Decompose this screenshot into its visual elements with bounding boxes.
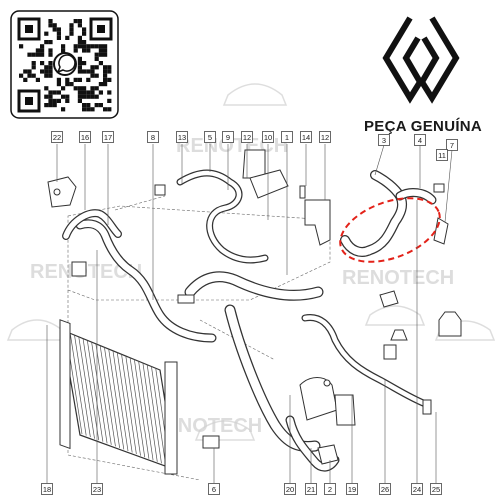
callout-8: 8 (147, 131, 159, 143)
callout-22: 22 (51, 131, 63, 143)
highlight-ellipse (339, 197, 441, 263)
callout-21: 21 (305, 483, 317, 495)
callout-17: 17 (102, 131, 114, 143)
callout-label: 19 (348, 485, 356, 494)
callout-group: 22 16 17 8 13 5 9 12 10 1 14 12 18 23 6 20 21 2 19 26 24 25 3 4… (41, 131, 458, 495)
callout-4: 4 (414, 134, 426, 146)
fittings (47, 149, 462, 465)
callout-label: 3 (382, 136, 386, 145)
callout-12: 12 (241, 131, 253, 143)
radiator (59, 319, 178, 475)
callout-label: 12 (321, 133, 329, 142)
callout-label: 6 (212, 485, 216, 494)
callout-14: 14 (300, 131, 312, 143)
callout-label: 23 (93, 485, 101, 494)
brand-label: PEÇA GENUÍNA (364, 118, 483, 135)
callout-label: 22 (53, 133, 61, 142)
callout-label: 17 (104, 133, 112, 142)
watermark-text-3: RENOTECH (342, 267, 454, 289)
callout-label: 5 (208, 133, 212, 142)
callout-7: 7 (446, 139, 458, 151)
callout-20: 20 (284, 483, 296, 495)
callout-9: 9 (222, 131, 234, 143)
callout-16: 16 (79, 131, 91, 143)
callout-12: 12 (319, 131, 331, 143)
callout-label: 11 (438, 151, 446, 160)
callout-label: 8 (151, 133, 155, 142)
callout-5: 5 (204, 131, 216, 143)
callout-11: 11 (436, 149, 448, 161)
callout-label: 10 (264, 133, 272, 142)
callout-13: 13 (176, 131, 188, 143)
callout-label: 16 (81, 133, 89, 142)
callout-label: 12 (243, 133, 251, 142)
callout-label: 7 (450, 141, 454, 150)
callout-26: 26 (379, 483, 391, 495)
callout-label: 25 (432, 485, 440, 494)
callout-23: 23 (91, 483, 103, 495)
callout-label: 18 (43, 485, 51, 494)
callout-18: 18 (41, 483, 53, 495)
callout-10: 10 (262, 131, 274, 143)
callout-24: 24 (411, 483, 423, 495)
callout-label: 13 (178, 133, 186, 142)
callout-label: 26 (381, 485, 389, 494)
callout-6: 6 (208, 483, 220, 495)
callout-label: 21 (307, 485, 315, 494)
callout-19: 19 (346, 483, 358, 495)
callout-2: 2 (324, 483, 336, 495)
callout-label: 20 (286, 485, 294, 494)
callout-label: 1 (285, 133, 289, 142)
callout-25: 25 (430, 483, 442, 495)
callout-1: 1 (281, 131, 293, 143)
callout-3: 3 (378, 134, 390, 146)
callout-label: 14 (302, 133, 310, 142)
callout-label: 24 (413, 485, 421, 494)
callout-label: 2 (328, 485, 332, 494)
callout-label: 9 (226, 133, 230, 142)
callout-label: 4 (418, 136, 422, 145)
leader-lines (46, 144, 453, 483)
